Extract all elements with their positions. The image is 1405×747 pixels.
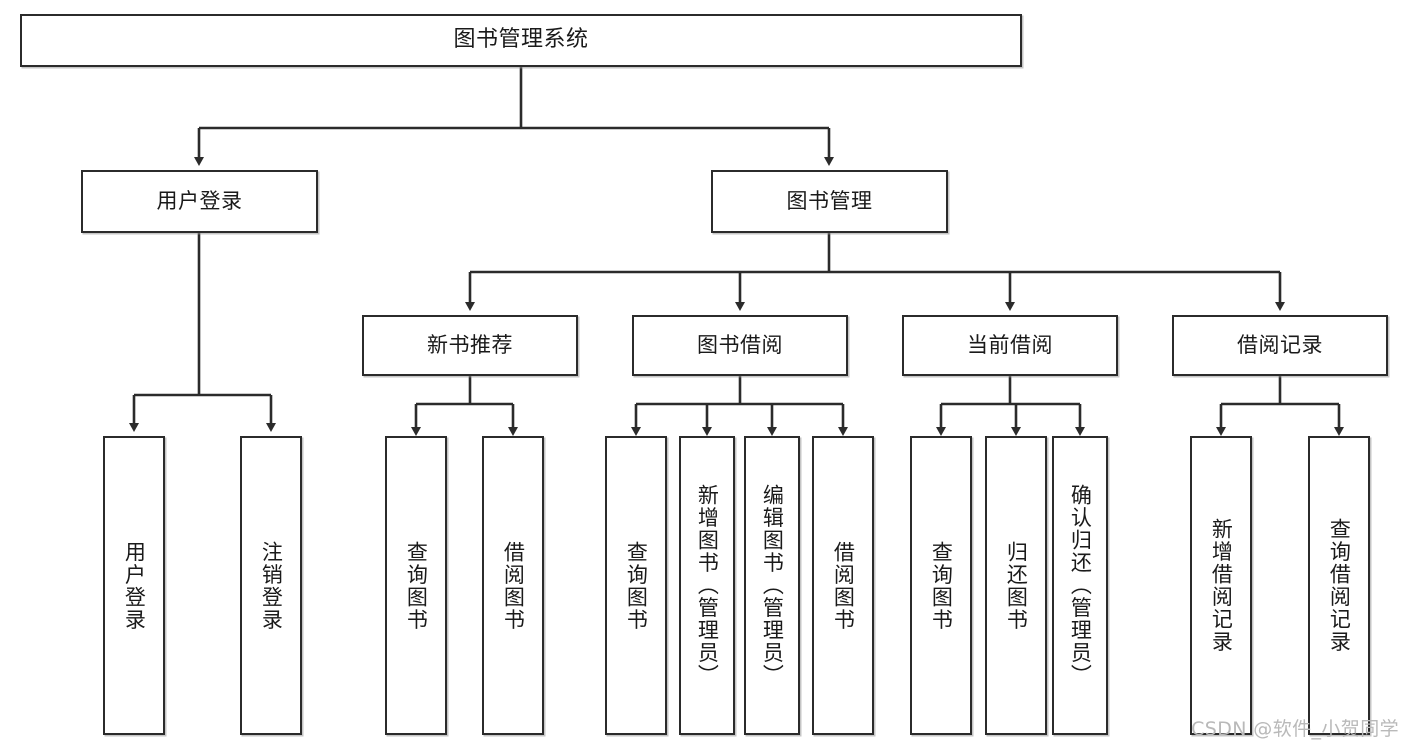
leaf-node-user-login[interactable]: 用户登录 bbox=[103, 436, 165, 735]
node-current-borrow[interactable]: 当前借阅 bbox=[902, 315, 1118, 376]
node-book-management[interactable]: 图书管理 bbox=[711, 170, 948, 233]
leaf-node-add-book-admin[interactable]: 新增图书（管理员） bbox=[679, 436, 735, 735]
leaf-node-query-book-borrow[interactable]: 查询图书 bbox=[605, 436, 667, 735]
leaf-node-query-borrow-record[interactable]: 查询借阅记录 bbox=[1308, 436, 1370, 735]
node-book-borrow[interactable]: 图书借阅 bbox=[632, 315, 848, 376]
node-label: 图书借阅 bbox=[697, 332, 783, 357]
node-label: 查询图书 bbox=[929, 540, 954, 631]
node-label: 查询图书 bbox=[404, 540, 429, 631]
node-label: 用户登录 bbox=[122, 540, 147, 631]
node-label: 注销登录 bbox=[259, 540, 284, 631]
node-label: 借阅图书 bbox=[501, 540, 526, 631]
node-label: 图书管理 bbox=[786, 188, 873, 213]
node-label: 图书管理系统 bbox=[453, 27, 589, 53]
node-new-book-recommend[interactable]: 新书推荐 bbox=[362, 315, 578, 376]
node-label: 借阅记录 bbox=[1237, 332, 1323, 357]
leaf-node-confirm-return-admin[interactable]: 确认归还（管理员） bbox=[1052, 436, 1108, 735]
node-label: 借阅图书 bbox=[831, 540, 856, 631]
node-label: 查询图书 bbox=[624, 540, 649, 631]
node-label: 新增借阅记录 bbox=[1209, 518, 1234, 653]
node-user-login[interactable]: 用户登录 bbox=[81, 170, 318, 233]
node-label: 归还图书 bbox=[1004, 540, 1029, 631]
node-book-management-system[interactable]: 图书管理系统 bbox=[20, 14, 1022, 67]
leaf-node-query-book-current[interactable]: 查询图书 bbox=[910, 436, 972, 735]
watermark: CSDN @软件_小贺同学 bbox=[1191, 718, 1399, 740]
node-label: 新增图书（管理员） bbox=[695, 484, 720, 687]
leaf-node-borrow-book-new-book[interactable]: 借阅图书 bbox=[482, 436, 544, 735]
leaf-node-borrow-book[interactable]: 借阅图书 bbox=[812, 436, 874, 735]
leaf-node-user-logout[interactable]: 注销登录 bbox=[240, 436, 302, 735]
node-label: 查询借阅记录 bbox=[1327, 518, 1352, 653]
node-label: 用户登录 bbox=[156, 188, 243, 213]
node-borrow-record[interactable]: 借阅记录 bbox=[1172, 315, 1388, 376]
leaf-node-add-borrow-record[interactable]: 新增借阅记录 bbox=[1190, 436, 1252, 735]
node-label: 当前借阅 bbox=[967, 332, 1053, 357]
node-label: 新书推荐 bbox=[427, 332, 513, 357]
node-label: 编辑图书（管理员） bbox=[760, 484, 785, 687]
node-label: 确认归还（管理员） bbox=[1068, 484, 1093, 687]
leaf-node-edit-book-admin[interactable]: 编辑图书（管理员） bbox=[744, 436, 800, 735]
leaf-node-query-book-new-book[interactable]: 查询图书 bbox=[385, 436, 447, 735]
leaf-node-return-book[interactable]: 归还图书 bbox=[985, 436, 1047, 735]
